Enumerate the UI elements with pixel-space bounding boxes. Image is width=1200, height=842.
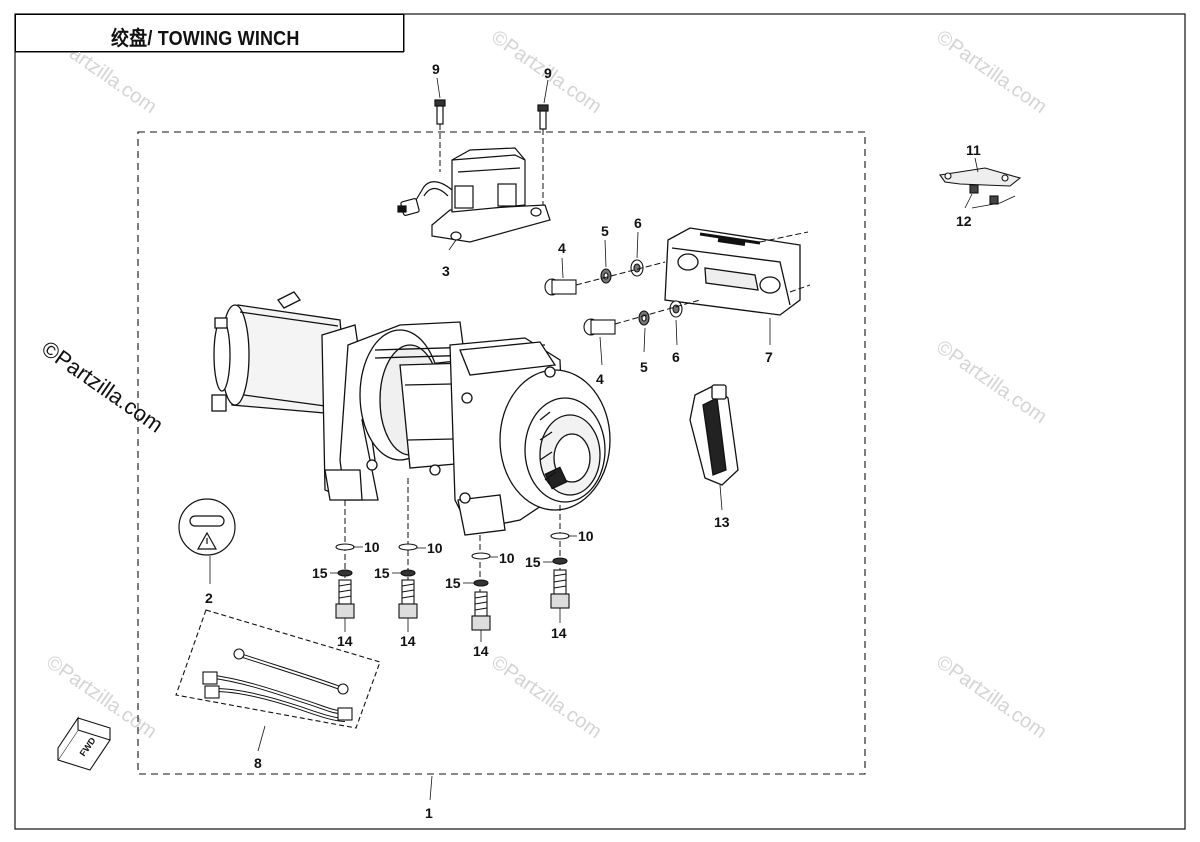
bolt-9-left bbox=[434, 99, 446, 125]
callout-3: 3 bbox=[442, 263, 450, 279]
callout-10: 10 bbox=[578, 528, 594, 544]
bolt-9-right bbox=[537, 104, 549, 130]
callout-12: 12 bbox=[956, 213, 972, 229]
winch-hook bbox=[689, 384, 739, 511]
bracket-11 bbox=[939, 157, 1022, 209]
watermark: ©Partzilla.com bbox=[932, 651, 1050, 743]
callout-4: 4 bbox=[558, 240, 566, 256]
watermark: ©Partzilla.com bbox=[932, 336, 1050, 428]
callout-7: 7 bbox=[765, 349, 773, 365]
callout-numbers: 1 2 3 4 4 5 5 6 6 7 8 9 9 10 10 10 10 11… bbox=[205, 61, 981, 821]
relay-contactor bbox=[397, 147, 551, 243]
cable-kit bbox=[175, 609, 381, 752]
title-box: 绞盘/ TOWING WINCH bbox=[15, 14, 404, 52]
assembly-boundary bbox=[137, 131, 866, 775]
callout-1: 1 bbox=[425, 805, 433, 821]
warning-label bbox=[178, 498, 236, 584]
callout-10: 10 bbox=[499, 550, 515, 566]
callout-2: 2 bbox=[205, 590, 213, 606]
callout-15: 15 bbox=[312, 565, 328, 581]
callout-14: 14 bbox=[400, 633, 416, 649]
callout-4: 4 bbox=[596, 371, 604, 387]
bolt-14 bbox=[335, 579, 355, 619]
outer-frame bbox=[14, 13, 1186, 830]
callout-11: 11 bbox=[966, 142, 981, 158]
callout-15: 15 bbox=[525, 554, 541, 570]
callout-14: 14 bbox=[337, 633, 353, 649]
hawse-fairlead bbox=[664, 227, 801, 316]
winch-motor bbox=[211, 291, 611, 536]
watermark-main: ©Partzilla.com bbox=[37, 336, 168, 438]
fwd-arrow-icon: FWD bbox=[57, 716, 111, 771]
callout-10: 10 bbox=[364, 539, 380, 555]
callout-15: 15 bbox=[374, 565, 390, 581]
callout-9: 9 bbox=[544, 65, 552, 81]
page-title: 绞盘/ TOWING WINCH bbox=[111, 28, 300, 50]
callout-10: 10 bbox=[427, 540, 443, 556]
bolt-14 bbox=[398, 579, 418, 619]
callout-5: 5 bbox=[640, 359, 648, 375]
callout-6: 6 bbox=[634, 215, 642, 231]
callout-14: 14 bbox=[551, 625, 567, 641]
callout-6: 6 bbox=[672, 349, 680, 365]
watermark: ©Partzilla.com bbox=[487, 651, 605, 743]
callout-5: 5 bbox=[601, 223, 609, 239]
mount-hardware bbox=[335, 532, 570, 631]
watermark: ©Partzilla.com bbox=[932, 26, 1050, 118]
bolt-14 bbox=[471, 591, 491, 631]
fairlead-bolts bbox=[544, 259, 683, 336]
callout-8: 8 bbox=[254, 755, 262, 771]
watermark: ©Partzilla.com bbox=[42, 651, 160, 743]
callout-14: 14 bbox=[473, 643, 489, 659]
callout-13: 13 bbox=[714, 514, 730, 530]
callout-15: 15 bbox=[445, 575, 461, 591]
bolt-14 bbox=[550, 569, 570, 609]
callout-9: 9 bbox=[432, 61, 440, 77]
